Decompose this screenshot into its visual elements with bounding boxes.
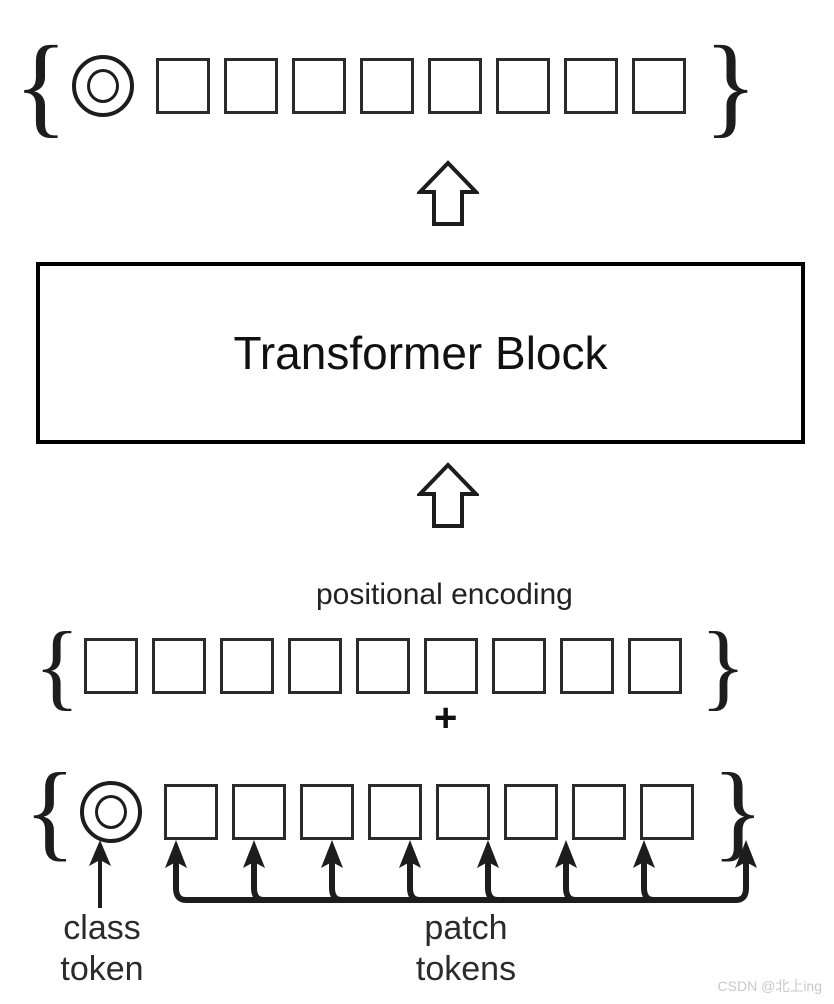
output-patch-square <box>631 58 686 114</box>
output-patch-square <box>291 58 346 114</box>
watermark: CSDN @北上ing <box>717 978 822 994</box>
output-patch-square <box>563 58 618 114</box>
block-arrow-up-icon <box>415 462 481 530</box>
output-patch-square <box>495 58 550 114</box>
input-patch-square <box>299 784 354 840</box>
right-brace: } <box>711 752 764 871</box>
positional-square <box>84 638 139 694</box>
class-token-arrow-icon <box>70 838 130 910</box>
input-token-row: { } <box>24 758 764 866</box>
class-token-label: class token <box>60 909 144 989</box>
positional-square <box>356 638 411 694</box>
input-patch-square <box>639 784 694 840</box>
positional-encoding-label: positional encoding <box>316 578 573 611</box>
positional-square <box>288 638 343 694</box>
positional-square <box>220 638 275 694</box>
output-patch-square <box>427 58 482 114</box>
left-brace: { <box>34 612 81 719</box>
input-patch-square <box>435 784 490 840</box>
positional-square <box>152 638 207 694</box>
positional-square <box>560 638 615 694</box>
class-token-circle-icon <box>71 55 134 117</box>
output-patch-square <box>223 58 278 114</box>
patch-tokens-label: patch tokens <box>415 909 517 989</box>
input-patch-square <box>571 784 626 840</box>
patch-tokens-arrow-fan-icon <box>0 838 834 910</box>
output-patch-square <box>359 58 414 114</box>
class-token-circle-icon <box>79 781 142 843</box>
right-brace: } <box>703 24 758 148</box>
left-brace: { <box>24 752 76 871</box>
left-brace: { <box>14 24 68 148</box>
class-token-inner-circle-icon <box>94 795 127 829</box>
right-brace: } <box>700 612 747 719</box>
positional-encoding-row: { } <box>34 618 746 714</box>
positional-square <box>424 638 479 694</box>
input-patch-square <box>163 784 218 840</box>
positional-square <box>628 638 683 694</box>
transformer-block: Transformer Block <box>36 262 805 444</box>
output-patch-square <box>155 58 210 114</box>
input-patch-square <box>231 784 286 840</box>
input-patch-square <box>503 784 558 840</box>
transformer-block-label: Transformer Block <box>233 327 608 379</box>
class-token-inner-circle-icon <box>86 69 119 103</box>
output-token-row: { } <box>14 30 758 142</box>
plus-operator: + <box>434 696 458 740</box>
positional-square <box>492 638 547 694</box>
block-arrow-up-icon <box>415 160 481 228</box>
input-patch-square <box>367 784 422 840</box>
